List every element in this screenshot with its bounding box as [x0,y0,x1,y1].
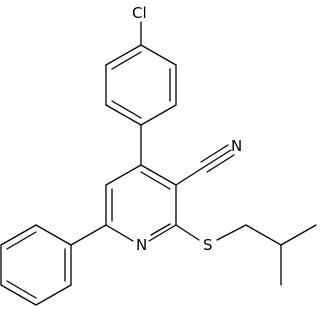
bond-nitrile-single [175,166,205,186]
bond-ring3-e [35,284,72,306]
nitrile-nitrogen-label: N [231,137,242,155]
pyridine-nitrogen-label: N [136,236,147,254]
bond-ring1-a [105,44,142,66]
bond-ring1-d [140,104,177,126]
bond-ring3-b [0,224,37,246]
bond-ring1-f [140,44,177,66]
bond-ring3-double-1 [6,231,37,250]
bond-pyr-d [148,224,177,242]
bond-ring3-a [35,224,72,246]
chlorine-label: Cl [132,4,147,22]
phenyl-ring [0,224,107,306]
bond-ch-me1 [280,224,317,246]
bond-s-ch2 [216,224,247,241]
nitrile-group [175,144,235,186]
bond-pyr-double-2 [140,171,171,190]
bond-ring3-double-2 [6,280,37,299]
bond-ch2-ch [245,224,282,246]
bond-nitrile-triple-1 [203,149,232,168]
pyridine-ring [105,164,177,242]
chlorophenyl-ring [105,21,177,126]
bond-phenyl-link [70,224,107,246]
bond-ring1-double-1 [111,51,142,70]
sulfur-label: S [203,236,213,254]
bond-ring1-c [105,104,142,126]
bond-pyr-double-3 [150,223,171,236]
bond-pyr-a [105,164,142,186]
bond-pyr-f [140,164,177,186]
bond-pyr-c [105,224,134,242]
bond-c-s [175,224,200,241]
isobutylthio-chain [175,224,317,286]
bond-ring3-d [0,284,37,306]
bond-ring1-double-2 [111,100,142,119]
bond-nitrile-triple-3 [206,154,235,173]
bond-nitrile-triple-2 [200,144,229,163]
